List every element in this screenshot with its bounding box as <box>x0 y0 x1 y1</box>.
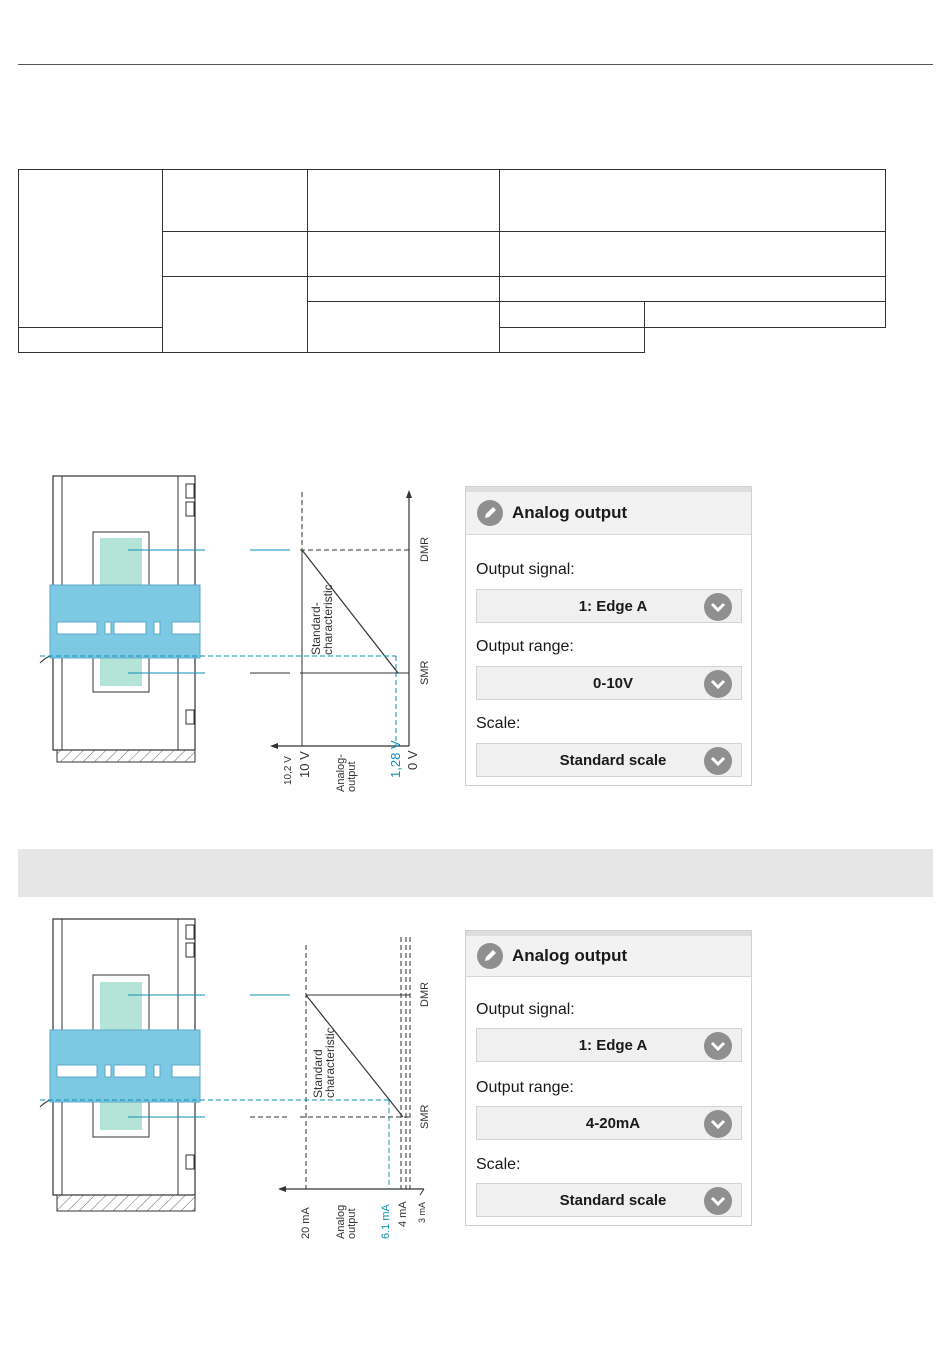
scale-value: Standard scale <box>559 1192 667 1209</box>
tick-analog-output: Analog output <box>335 1202 358 1239</box>
panel-header: Analog output <box>466 931 751 977</box>
table-cell <box>499 326 645 354</box>
smr-label: SMR <box>419 1105 431 1130</box>
curve-label-line2: characteristic <box>323 1027 337 1098</box>
output-range-value: 4-20mA <box>585 1115 641 1132</box>
chevron-down-icon[interactable] <box>704 1187 732 1215</box>
curve-label-line1: Standard <box>311 1049 325 1098</box>
analog-output-panel-voltage: Analog output Output signal: 1: Edge A O… <box>465 486 752 786</box>
table-cell <box>18 326 163 354</box>
output-signal-value: 1: Edge A <box>578 598 648 615</box>
dmr-label: DMR <box>419 982 431 1007</box>
dmr-label: DMR <box>419 537 431 562</box>
tick-1-28v: 1,28 V <box>388 740 403 778</box>
chevron-down-icon[interactable] <box>704 593 732 621</box>
table-cell <box>499 275 886 302</box>
tick-analog-line2: output <box>346 761 358 792</box>
table-cell <box>307 168 500 233</box>
output-signal-label: Output signal: <box>476 1001 575 1018</box>
output-range-select[interactable]: 4-20mA <box>476 1106 742 1140</box>
curve-label-line1: Standard- <box>309 602 323 655</box>
output-signal-value: 1: Edge A <box>578 1037 648 1054</box>
panel-header: Analog output <box>466 487 751 535</box>
smr-label: SMR <box>419 661 431 686</box>
table-cell <box>18 169 163 328</box>
output-signal-label: Output signal: <box>476 561 575 578</box>
voltage-output-diagram: DMR SMR Standard- characteristic 10,2 V … <box>39 475 431 792</box>
table-cell <box>162 231 308 277</box>
top-rule <box>18 64 933 65</box>
tick-3ma: 3 mA <box>417 1202 427 1223</box>
output-range-label: Output range: <box>476 1079 574 1096</box>
chevron-down-icon[interactable] <box>704 670 732 698</box>
tick-10v: 10 V <box>297 751 312 778</box>
tick-analog-line1: Analog- <box>335 754 347 792</box>
analog-output-panel-current: Analog output Output signal: 1: Edge A O… <box>465 930 752 1226</box>
panel-title: Analog output <box>512 946 628 965</box>
curve-label: Standard characteristic <box>311 1027 337 1098</box>
scale-label: Scale: <box>476 1156 521 1173</box>
pencil-icon[interactable] <box>477 943 503 969</box>
chevron-down-icon[interactable] <box>704 1110 732 1138</box>
table-cell <box>499 231 886 277</box>
output-signal-select[interactable]: 1: Edge A <box>476 589 742 623</box>
scale-select[interactable]: Standard scale <box>476 743 742 777</box>
output-range-label: Output range: <box>476 638 574 655</box>
tick-4ma: 4 mA <box>397 1201 409 1227</box>
tick-analog-line2: output <box>346 1208 358 1239</box>
current-output-diagram: DMR SMR Standard characteristic 20 mA An… <box>39 918 431 1239</box>
table-cell <box>499 300 645 328</box>
characteristic-chart: DMR SMR Standard characteristic 20 mA An… <box>40 937 431 1239</box>
table-cell <box>307 275 500 302</box>
tick-10-2v: 10,2 V <box>283 756 294 785</box>
output-range-select[interactable]: 0-10V <box>476 666 742 700</box>
tick-0v: 0 V <box>405 750 420 770</box>
table-cell <box>162 275 308 354</box>
tick-6-1ma: 6.1 mA <box>380 1203 392 1239</box>
table-cell <box>644 300 886 328</box>
output-range-value: 0-10V <box>592 675 634 692</box>
curve-label-line2: characteristic <box>321 584 335 655</box>
table-cell <box>307 231 500 277</box>
scale-value: Standard scale <box>559 752 667 769</box>
scale-label: Scale: <box>476 715 521 732</box>
scale-select[interactable]: Standard scale <box>476 1183 742 1217</box>
object-band <box>39 1029 201 1108</box>
characteristic-chart: DMR SMR Standard- characteristic 10,2 V … <box>40 490 431 792</box>
tick-analog-output: Analog- output <box>335 751 358 792</box>
output-signal-select[interactable]: 1: Edge A <box>476 1028 742 1062</box>
panel-title: Analog output <box>512 503 628 522</box>
tick-20ma: 20 mA <box>300 1207 312 1239</box>
object-band <box>39 584 201 664</box>
section-header-band <box>18 849 933 897</box>
table-cell <box>307 300 500 354</box>
table-cell <box>499 168 886 233</box>
spec-table <box>18 168 886 354</box>
table-cell <box>162 168 308 233</box>
tick-analog-line1: Analog <box>335 1205 347 1239</box>
curve-label: Standard- characteristic <box>309 584 335 655</box>
pencil-icon[interactable] <box>477 500 503 526</box>
chevron-down-icon[interactable] <box>704 747 732 775</box>
chevron-down-icon[interactable] <box>704 1032 732 1060</box>
